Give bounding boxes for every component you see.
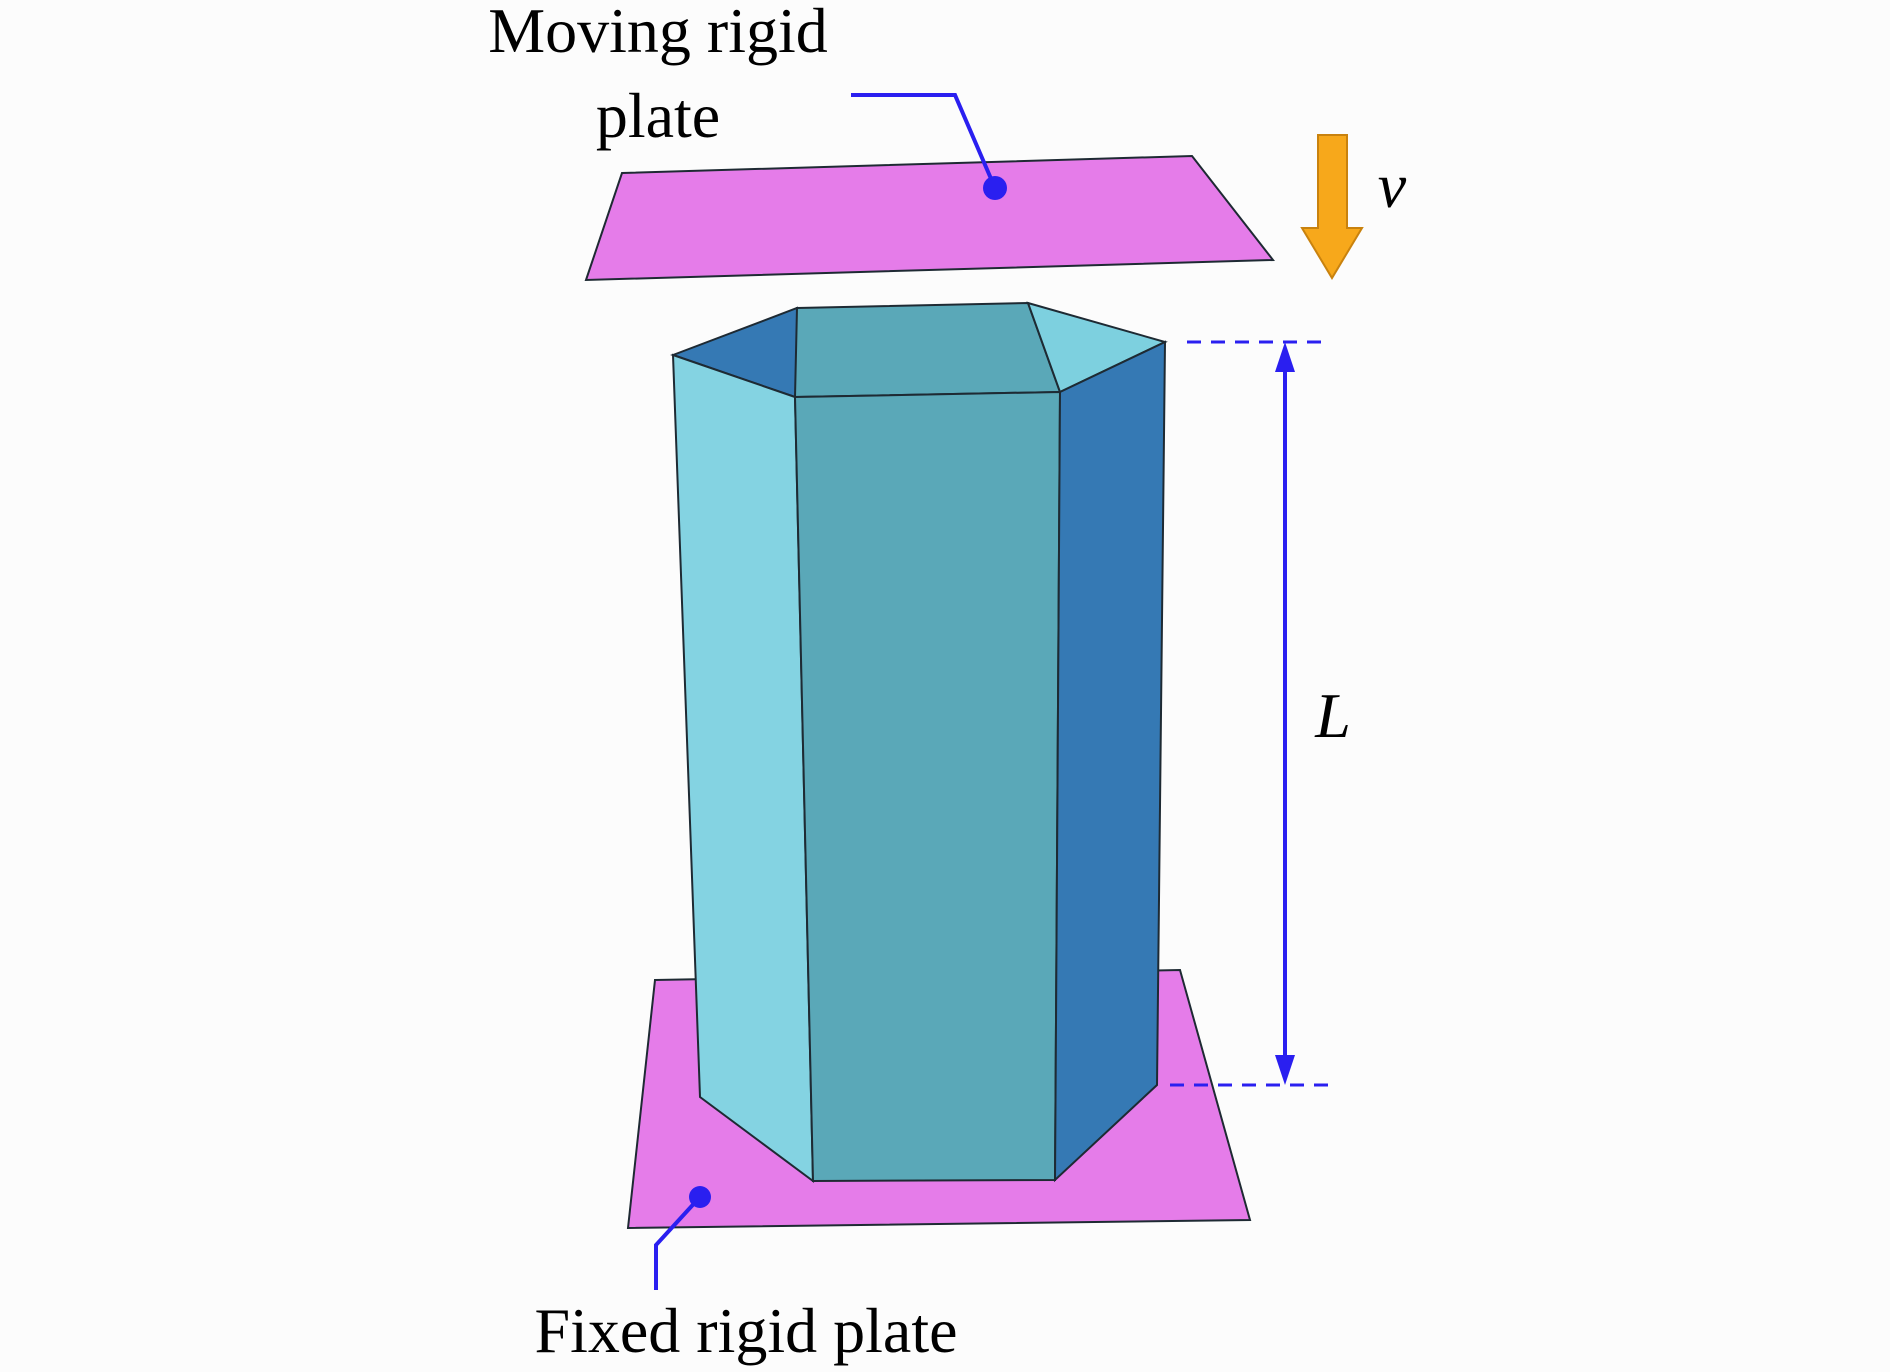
moving-plate-leader-dot xyxy=(983,176,1007,200)
moving-plate-label-line1: Moving rigid xyxy=(488,0,828,66)
tube-inner-back-face xyxy=(793,301,1062,399)
tube-front-face xyxy=(793,390,1062,1183)
fixed-plate-leader-line xyxy=(654,1195,702,1290)
moving-plate-label-line2: plate xyxy=(596,80,720,151)
tube-right-face xyxy=(1053,340,1167,1183)
velocity-arrow xyxy=(1300,134,1364,280)
length-arrow-head-top xyxy=(1275,342,1295,372)
fixed-plate-label: Fixed rigid plate xyxy=(534,1295,957,1366)
length-symbol: L xyxy=(1314,680,1351,751)
velocity-symbol: v xyxy=(1378,150,1407,221)
moving-rigid-plate xyxy=(584,154,1276,282)
length-arrow-head-bottom xyxy=(1275,1055,1295,1085)
moving-plate-leader-line xyxy=(851,93,997,189)
fixed-plate-leader-dot xyxy=(689,1186,711,1208)
